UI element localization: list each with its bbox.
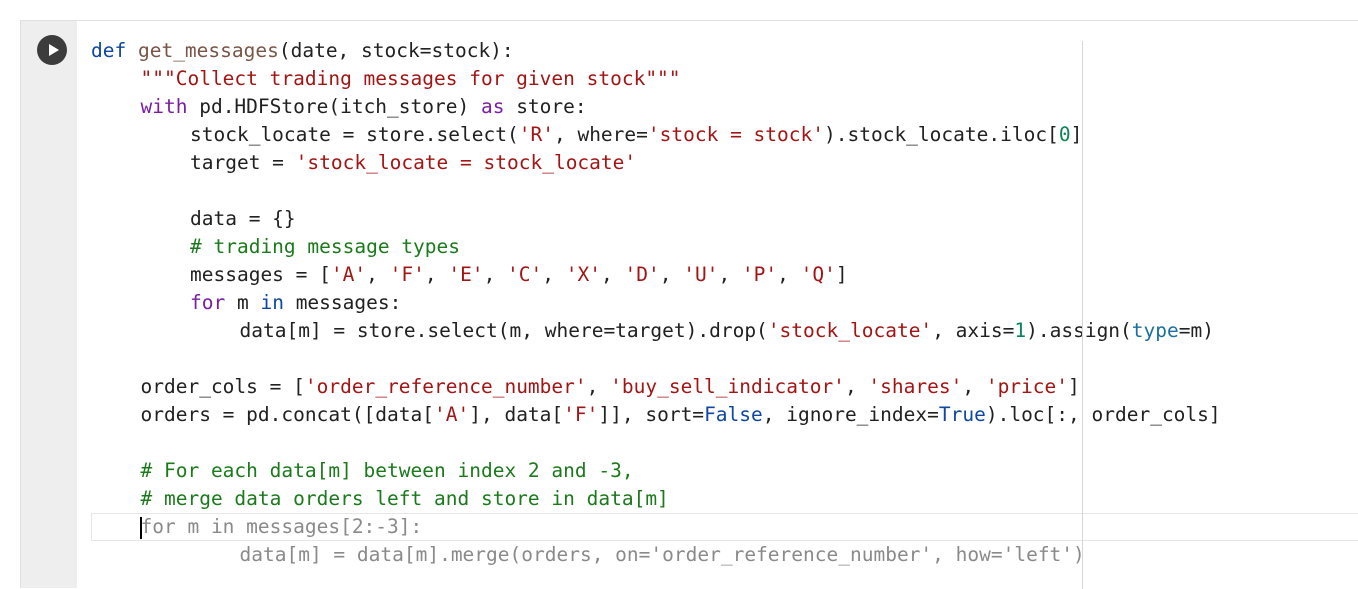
code-line: with pd.HDFStore(itch_store) as store: xyxy=(141,93,587,121)
code-token: as xyxy=(480,95,505,118)
code-token: for m in messages[2:-3]: xyxy=(140,515,423,538)
code-token: type xyxy=(1131,319,1179,342)
code-token: get_messages xyxy=(137,39,279,62)
code-token: 1 xyxy=(1014,319,1027,342)
code-token: 'X' xyxy=(565,263,601,286)
text-cursor xyxy=(140,517,142,539)
code-line: for m in messages: xyxy=(190,289,401,317)
cell-gutter xyxy=(21,21,77,588)
code-token: , xyxy=(777,263,801,286)
code-token: , xyxy=(424,263,449,286)
code-token: 'U' xyxy=(683,263,719,286)
code-token: 'F' xyxy=(389,263,425,286)
code-token: , ignore_index= xyxy=(762,403,939,426)
code-line: data[m] = store.select(m, where=target).… xyxy=(240,317,1215,345)
code-token: 'Q' xyxy=(800,263,836,286)
code-token: # trading message types xyxy=(190,235,461,258)
code-line: messages = ['A', 'F', 'E', 'C', 'X', 'D'… xyxy=(190,261,848,289)
code-line: order_cols = ['order_reference_number', … xyxy=(141,373,1080,401)
code-token: ).stock_locate.iloc[ xyxy=(824,123,1059,146)
code-token: , xyxy=(366,263,390,286)
code-token: ] xyxy=(835,263,848,286)
code-line: # trading message types xyxy=(190,233,460,261)
code-line: # merge data orders left and store in da… xyxy=(141,485,669,513)
line-length-ruler xyxy=(1082,41,1083,589)
code-token: 'shares' xyxy=(868,375,963,398)
code-token: 'order_reference_number' xyxy=(304,375,587,398)
code-token: 'stock_locate = stock_locate' xyxy=(295,151,637,174)
code-token: ).loc[:, order_cols] xyxy=(985,403,1221,426)
code-line: target = 'stock_locate = stock_locate' xyxy=(190,149,636,177)
code-line: for m in messages[2:-3]: xyxy=(141,513,423,541)
code-editor[interactable]: def get_messages(date, stock=stock):"""C… xyxy=(91,37,1358,589)
code-token: ]], sort= xyxy=(598,403,705,426)
code-token: with xyxy=(140,95,188,118)
code-token: """Collect trading messages for given st… xyxy=(140,67,681,90)
code-token: 'P' xyxy=(741,263,778,286)
code-line: # For each data[m] between index 2 and -… xyxy=(141,457,634,485)
code-cell[interactable]: def get_messages(date, stock=stock):"""C… xyxy=(20,20,1358,589)
code-token: , xyxy=(718,263,742,286)
code-token: 'stock = stock' xyxy=(647,123,824,146)
code-token: 'C' xyxy=(507,263,543,286)
active-line-highlight xyxy=(91,513,1358,541)
code-token: store: xyxy=(504,95,587,118)
run-cell-button[interactable] xyxy=(37,35,67,65)
code-token: 'price' xyxy=(985,375,1069,398)
code-token: , xyxy=(962,375,986,398)
code-token: False xyxy=(704,403,763,426)
code-token: stock_locate = store.select( xyxy=(190,123,519,146)
code-token: 0 xyxy=(1058,123,1071,146)
code-token: 'R' xyxy=(518,123,554,146)
code-token: # merge data orders left and store in da… xyxy=(140,487,669,510)
code-token: , xyxy=(659,263,684,286)
code-token: messages: xyxy=(283,291,402,314)
code-token: 'F' xyxy=(563,403,599,426)
code-token: pd.HDFStore(itch_store) xyxy=(187,95,481,118)
code-token: def xyxy=(91,39,138,62)
code-line: data = {} xyxy=(190,205,296,233)
code-line: data[m] = data[m].merge(orders, on='orde… xyxy=(240,541,1085,569)
code-line: """Collect trading messages for given st… xyxy=(141,65,681,93)
code-token: 'buy_sell_indicator' xyxy=(610,375,845,398)
code-token: ] xyxy=(1070,123,1083,146)
code-token: 'stock_locate' xyxy=(767,319,933,342)
code-token: in xyxy=(260,291,284,314)
code-token: True xyxy=(938,403,986,426)
code-token: messages = [ xyxy=(190,263,331,286)
code-token: , xyxy=(844,375,869,398)
code-token: 'D' xyxy=(624,263,660,286)
code-token: ).assign( xyxy=(1026,319,1132,342)
code-token: # For each data[m] between index 2 and -… xyxy=(140,459,634,482)
code-token: , xyxy=(586,375,611,398)
code-token: ], data[ xyxy=(469,403,564,426)
code-token: target = xyxy=(190,151,296,174)
code-token: data = {} xyxy=(190,207,296,230)
code-token: data[m] = store.select(m, where=target).… xyxy=(239,319,768,342)
play-icon xyxy=(49,44,59,56)
code-token: order_cols = [ xyxy=(140,375,305,398)
code-token: m xyxy=(225,291,261,314)
code-token: =m) xyxy=(1178,319,1214,342)
code-token: orders = pd.concat([data[ xyxy=(140,403,435,426)
code-token: ] xyxy=(1068,375,1080,398)
code-token: 'E' xyxy=(448,263,484,286)
code-line: orders = pd.concat([data['A'], data['F']… xyxy=(141,401,1221,429)
code-token: 'A' xyxy=(330,263,367,286)
code-token: for xyxy=(190,291,226,314)
code-line: def get_messages(date, stock=stock): xyxy=(91,37,514,65)
code-token: data[m] = data[m].merge(orders, on='orde… xyxy=(239,543,1085,566)
code-token: , xyxy=(483,263,508,286)
code-token: , axis= xyxy=(932,319,1015,342)
code-token: , xyxy=(601,263,625,286)
code-token: (date, stock=stock): xyxy=(278,39,514,62)
code-line: stock_locate = store.select('R', where='… xyxy=(190,121,1082,149)
code-token: , xyxy=(542,263,566,286)
code-token: , where= xyxy=(553,123,648,146)
code-token: 'A' xyxy=(434,403,470,426)
